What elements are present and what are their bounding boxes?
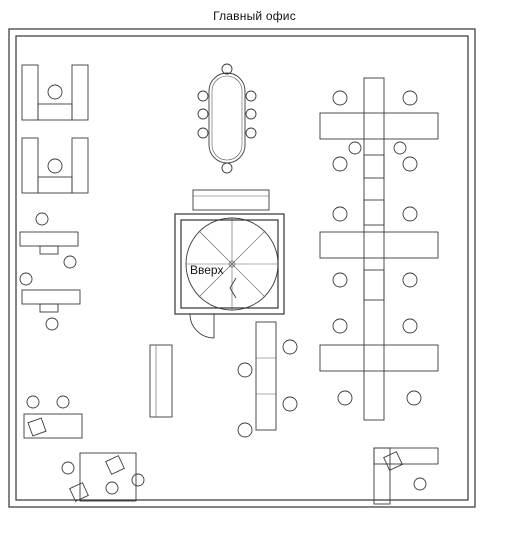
workstation-bottom-right xyxy=(373,447,439,505)
desks-left-middle xyxy=(19,212,81,331)
stair-room: Вверх xyxy=(174,213,285,339)
conference-table xyxy=(197,63,257,174)
sofa-top xyxy=(192,189,270,211)
workstations-top-left xyxy=(21,64,89,194)
workstations-bottom-left xyxy=(23,395,145,502)
workstations-right-top xyxy=(319,77,439,226)
plan-title: Главный офис xyxy=(213,9,296,23)
workstations-right-lower xyxy=(319,269,439,421)
workstations-right-middle xyxy=(319,199,439,301)
workstations-center xyxy=(237,321,298,438)
outer-walls xyxy=(8,28,476,508)
stair-direction-label: Вверх xyxy=(190,263,223,277)
couch-center xyxy=(149,344,173,418)
